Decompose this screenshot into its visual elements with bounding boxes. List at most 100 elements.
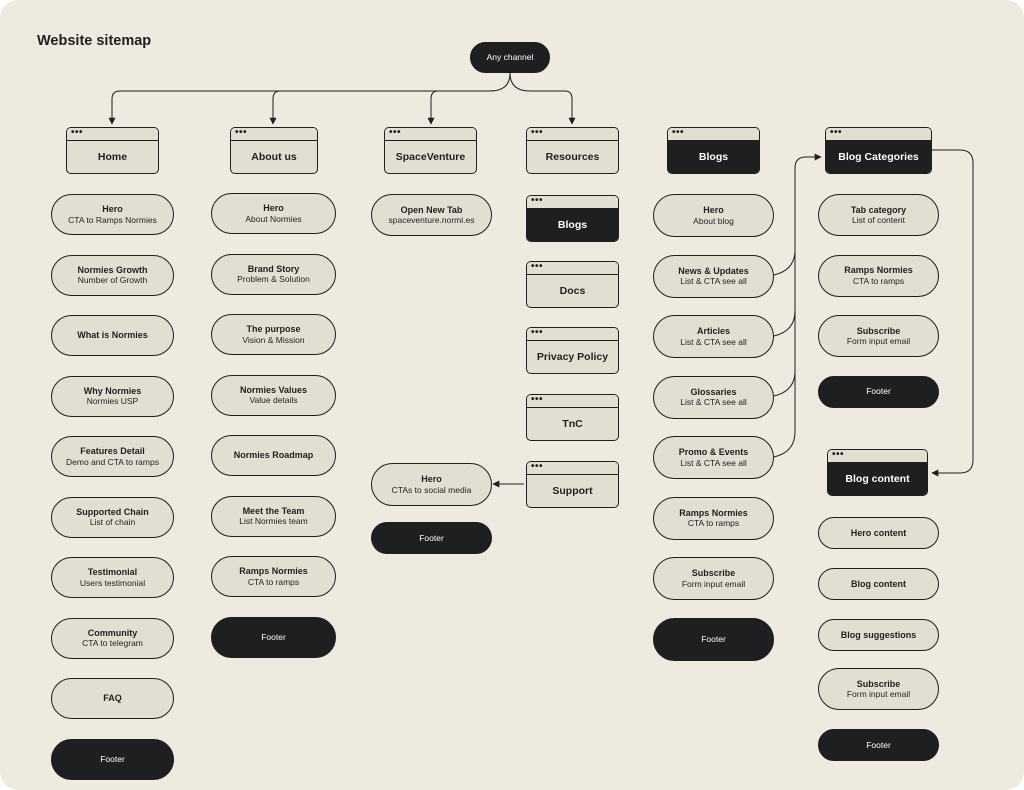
page-label: Privacy Policy xyxy=(536,351,609,363)
page-label: Blogs xyxy=(527,209,618,241)
page-label: Blogs xyxy=(668,141,759,173)
section-title: Hero content xyxy=(850,527,907,538)
link-root-home xyxy=(108,72,511,125)
section-title: Ramps Normies xyxy=(844,265,913,275)
section-subtitle: Vision & Mission xyxy=(242,334,305,345)
section-subtitle: Demo and CTA to ramps xyxy=(66,456,159,467)
section-title: Ramps Normies xyxy=(679,507,748,518)
window-titlebar: ••• xyxy=(527,196,618,209)
section-subtitle: CTA to ramps xyxy=(247,576,300,587)
window-dots-icon: ••• xyxy=(531,394,544,405)
section-title: Normies Roadmap xyxy=(233,450,314,461)
section-subtitle: CTA to ramps xyxy=(687,518,740,529)
page-resources: •••Resources xyxy=(526,127,619,174)
section-subtitle: CTA to telegram xyxy=(82,638,143,649)
section-title: Open New Tab xyxy=(400,204,463,215)
section-subtitle: spaceventure.normi.es xyxy=(388,215,475,226)
window-titlebar: ••• xyxy=(67,128,158,141)
resource-page-blogs: •••Blogs xyxy=(526,195,619,242)
section-title: Normies Growth xyxy=(77,264,148,275)
page-home: •••Home xyxy=(66,127,159,174)
window-dots-icon: ••• xyxy=(531,261,544,272)
section-subtitle: List & CTA see all xyxy=(680,457,747,468)
section-subtitle: Form input email xyxy=(681,578,746,589)
page-label: Support xyxy=(552,485,593,497)
link-root-resources xyxy=(509,72,576,125)
section-subtitle: List & CTA see all xyxy=(680,336,747,347)
section-title: Subscribe xyxy=(856,325,901,336)
about-section-footer: Footer xyxy=(211,616,336,658)
content-section-blog-suggestions: Blog suggestions xyxy=(818,619,939,651)
link-promo-categories xyxy=(773,371,796,458)
page-label: Blog Categories xyxy=(826,141,931,173)
window-titlebar: ••• xyxy=(826,128,931,141)
section-subtitle: Problem & Solution xyxy=(237,274,310,285)
page-spaceventure: ••• SpaceVenture xyxy=(384,127,477,174)
section-title: Community xyxy=(87,627,138,638)
section-title: Normies Values xyxy=(239,384,308,395)
page-label: About us xyxy=(251,151,297,163)
section-title: Supported Chain xyxy=(76,506,149,517)
blogs-section-footer: Footer xyxy=(653,617,774,661)
section-title: Hero xyxy=(263,203,284,213)
window-titlebar: ••• xyxy=(385,128,476,141)
window-dots-icon: ••• xyxy=(389,127,402,138)
link-root-space xyxy=(427,90,439,125)
page-label: TnC xyxy=(562,418,583,430)
window-titlebar: ••• xyxy=(828,450,927,463)
section-subtitle: Normies USP xyxy=(86,396,139,407)
section-title: FAQ xyxy=(103,693,122,704)
window-dots-icon: ••• xyxy=(672,127,685,138)
section-title: Hero xyxy=(102,204,123,214)
window-dots-icon: ••• xyxy=(531,127,544,138)
window-dots-icon: ••• xyxy=(832,449,845,460)
window-titlebar: ••• xyxy=(668,128,759,141)
section-subtitle: List & CTA see all xyxy=(680,397,747,408)
section-title: Blog suggestions xyxy=(840,629,917,640)
section-subtitle: List Normies team xyxy=(239,516,308,527)
section-title: Glossaries xyxy=(690,386,737,397)
section-title: Subscribe xyxy=(856,678,901,689)
section-title: Meet the Team xyxy=(242,505,305,516)
section-subtitle: List of content xyxy=(852,215,905,226)
section-title: Brand Story xyxy=(247,263,300,274)
section-subtitle: About Normies xyxy=(245,213,302,224)
section-title: Testimonial xyxy=(87,567,138,577)
section-subtitle: Number of Growth xyxy=(77,275,148,286)
content-section-hero-content: Hero content xyxy=(818,517,939,549)
home-section-faq: FAQ xyxy=(51,678,174,719)
home-section-what-is-normies: What is Normies xyxy=(51,315,174,356)
section-subtitle: Value details xyxy=(249,395,298,406)
resource-page-tnc: ••• TnC xyxy=(526,394,619,441)
diagram-title: Website sitemap xyxy=(37,33,152,49)
page-label: SpaceVenture xyxy=(395,151,466,163)
section-subtitle: About blog xyxy=(693,215,734,226)
section-title: What is Normies xyxy=(77,330,148,341)
section-subtitle: Form input email xyxy=(846,689,911,700)
page-label: Docs xyxy=(559,285,586,297)
section-title: Subscribe xyxy=(691,568,736,578)
content-section-blog-content: Blog content xyxy=(818,568,939,600)
support-section-footer: Footer xyxy=(371,522,492,554)
section-title: Tab category xyxy=(850,204,907,215)
window-titlebar: ••• xyxy=(527,462,618,475)
page-about-us: ••• About us xyxy=(230,127,318,174)
section-title: News & Updates xyxy=(678,265,749,276)
window-dots-icon: ••• xyxy=(235,127,248,138)
